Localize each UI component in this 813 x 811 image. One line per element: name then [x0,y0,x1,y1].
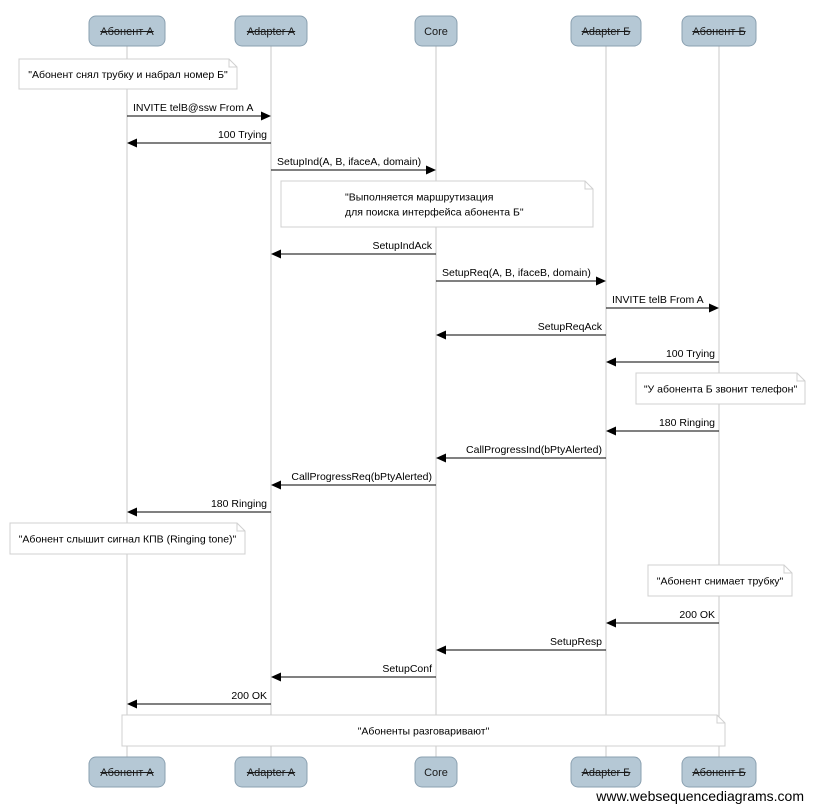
participant-core-top: Core [414,15,458,47]
message-label: SetupInd(A, B, ifaceA, domain) [277,156,421,168]
note-text: "Абонент слышит сигнал КПВ (Ringing tone… [19,534,237,546]
message-arrow: SetupResp [436,636,606,655]
lifelines [126,46,720,757]
message-label: CallProgressReq(bPtyAlerted) [291,471,432,483]
message-arrow: 200 OK [127,690,271,709]
watermark-link[interactable]: www.websequencediagrams.com [596,788,804,804]
arrowhead [271,672,281,682]
note-text: "У абонента Б звонит телефон" [644,384,798,396]
participant-adB-bottom: Adapter Б [570,756,642,788]
message-arrow: INVITE telB@ssw From A [127,102,271,121]
note-text: "Выполняется маршрутизация [345,192,493,204]
note-box [280,180,594,228]
message-arrow: CallProgressInd(bPtyAlerted) [436,444,606,463]
participant-core-bottom: Core [414,756,458,788]
participant-abB-top: Абонент Б [681,15,757,47]
message-label: 180 Ringing [211,498,267,510]
arrowhead [271,249,281,259]
participant-label: Core [424,26,448,38]
note-box [121,714,726,747]
arrowhead [606,357,616,367]
arrowhead [426,165,436,175]
note-box [18,58,238,90]
message-arrow: 200 OK [606,609,719,628]
arrowhead [596,276,606,286]
note: "Абонент снял трубку и набрал номер Б" [18,58,238,90]
message-label: SetupResp [550,636,602,648]
participant-label: Core [424,767,448,779]
arrowhead [436,330,446,340]
message-label: SetupReqAck [538,321,603,333]
note-fold [716,715,725,724]
participant-abA-top: Абонент А [88,15,166,47]
note-text: "Абонент снимает трубку" [657,576,784,588]
message-label: SetupReq(A, B, ifaceB, domain) [442,267,591,279]
participant-adB-top: Adapter Б [570,15,642,47]
message-arrow: INVITE telB From A [606,294,719,313]
participant-adA-bottom: Adapter A [234,756,308,788]
message-arrow: SetupInd(A, B, ifaceA, domain) [271,156,436,175]
note-fold [236,523,245,532]
note: "Абоненты разговаривают" [121,714,726,747]
message-label: 100 Trying [666,348,715,360]
message-arrow: CallProgressReq(bPtyAlerted) [271,471,436,490]
note: "Выполняется маршрутизация для поиска инт… [280,180,594,228]
message-arrow: 180 Ringing [606,417,719,436]
note-box [9,522,246,555]
message-label: 100 Trying [218,129,267,141]
diagram-events: "Абонент снял трубку и набрал номер Б" IN… [9,58,806,747]
participants-top: Абонент А Adapter A Core Adapter Б Абонент Б [88,15,757,47]
note-text: "Абоненты разговаривают" [358,726,490,738]
message-arrow: SetupReq(A, B, ifaceB, domain) [436,267,606,286]
arrowhead [271,480,281,490]
participant-box [414,756,458,788]
participant-abB-bottom: Абонент Б [681,756,757,788]
arrowhead [261,111,271,121]
message-label: INVITE telB@ssw From A [133,102,253,114]
message-label: SetupIndAck [372,240,432,252]
message-arrow: SetupIndAck [271,240,436,259]
arrowhead [436,453,446,463]
note-box [635,372,806,405]
message-arrow: 180 Ringing [127,498,271,517]
arrowhead [709,303,719,313]
note-fold [783,565,792,574]
arrowhead [436,645,446,655]
note-fold [584,181,593,190]
arrowhead [127,507,137,517]
arrowhead [127,138,137,148]
note: "Абонент снимает трубку" [647,564,793,597]
message-arrow: SetupReqAck [436,321,606,340]
message-label: CallProgressInd(bPtyAlerted) [466,444,602,456]
note-text: "Абонент снял трубку и набрал номер Б" [28,69,228,81]
arrowhead [606,426,616,436]
message-label: SetupConf [382,663,432,675]
note: "У абонента Б звонит телефон" [635,372,806,405]
arrowhead [127,699,137,709]
message-label: 200 OK [679,609,715,621]
note: "Абонент слышит сигнал КПВ (Ringing tone… [9,522,246,555]
participant-adA-top: Adapter A [234,15,308,47]
message-label: INVITE telB From A [612,294,704,306]
message-arrow: 100 Trying [127,129,271,148]
message-arrow: 100 Trying [606,348,719,367]
note-box [647,564,793,597]
participants-bottom: Абонент А Adapter A Core Adapter Б Абонент Б [88,756,757,788]
note-text: для поиска интерфейса абонента Б" [345,207,524,219]
message-arrow: SetupConf [271,663,436,682]
message-label: 180 Ringing [659,417,715,429]
message-label: 200 OK [231,690,267,702]
participant-abA-bottom: Абонент А [88,756,166,788]
note-fold [796,373,805,382]
arrowhead [606,618,616,628]
note-fold [228,59,237,68]
participant-box [414,15,458,47]
